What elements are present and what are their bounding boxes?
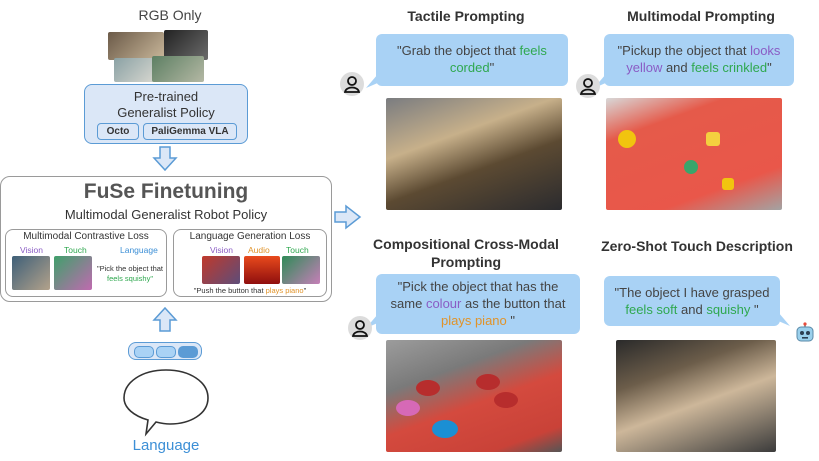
tactile-prompt-bubble: "Grab the object that feels corded" (376, 34, 568, 86)
zeroshot-description-bubble: "The object I have grasped feels soft an… (604, 276, 780, 326)
paligemma-model-chip: PaliGemma VLA (143, 123, 237, 140)
rgb-only-label: RGB Only (138, 7, 202, 23)
bubble-tail-zeroshot (776, 312, 790, 326)
rgb-image-1 (108, 32, 164, 60)
yellow-small-object (722, 178, 734, 190)
speech-bubble-icon (123, 369, 209, 437)
token-pill-1 (134, 346, 154, 358)
generation-vision-image (202, 256, 240, 284)
multimodal-prompting-title: Multimodal Prompting (627, 8, 775, 24)
button-red-1 (416, 380, 440, 396)
person-icon (348, 316, 372, 340)
token-pill-3 (178, 346, 198, 358)
tactile-scene-image (386, 98, 562, 210)
fuse-title: FuSe Finetuning (83, 180, 249, 203)
zeroshot-scene-image (616, 340, 776, 452)
contrastive-touch-image (54, 256, 92, 290)
compositional-title-line2: Prompting (431, 254, 501, 270)
contrastive-quote-line2: feels squishy" (106, 274, 154, 283)
generation-touch-label: Touch (286, 245, 309, 255)
yellow-crinkled-object (706, 132, 720, 146)
compositional-scene-image (386, 340, 562, 452)
contrastive-loss-box: Multimodal Contrastive Loss Vision Touch… (5, 229, 167, 297)
compositional-title-line1: Compositional Cross-Modal (373, 236, 559, 252)
language-label: Language (132, 437, 200, 454)
compositional-prompt-bubble: "Pick the object that has the same colou… (376, 274, 580, 334)
rgb-image-3 (114, 58, 154, 82)
octo-model-chip: Octo (97, 123, 139, 140)
generation-vision-label: Vision (210, 245, 233, 255)
generation-touch-image (282, 256, 320, 284)
zeroshot-title: Zero-Shot Touch Description (601, 238, 793, 254)
contrastive-vision-label: Vision (20, 245, 43, 255)
generation-caption: "Push the button that plays piano" (193, 286, 307, 295)
language-token-bar (128, 342, 202, 360)
robot-icon (794, 322, 816, 349)
bubble-tail-tactile (366, 74, 380, 88)
generation-loss-title: Language Generation Loss (189, 231, 311, 242)
button-red-2 (476, 374, 500, 390)
arrow-down-icon (152, 146, 178, 172)
pretrained-policy-box: Pre-trained Generalist Policy Octo PaliG… (84, 84, 248, 144)
arrow-right-icon (334, 204, 362, 230)
fuse-subtitle: Multimodal Generalist Robot Policy (64, 207, 268, 222)
pretrained-label-line2: Generalist Policy (117, 105, 215, 120)
fuse-finetuning-box: FuSe Finetuning Multimodal Generalist Ro… (0, 176, 332, 302)
rgb-image-2 (164, 30, 208, 60)
token-pill-2 (156, 346, 176, 358)
contrastive-vision-image (12, 256, 50, 290)
pretrained-label-line1: Pre-trained (133, 89, 199, 104)
yellow-object (618, 130, 636, 148)
generation-loss-box: Language Generation Loss Vision Audio To… (173, 229, 327, 297)
multimodal-scene-image (606, 98, 782, 210)
green-object (684, 160, 698, 174)
button-blue (432, 420, 458, 438)
contrastive-quote-line1: "Pick the object that (96, 264, 164, 273)
tactile-prompting-title: Tactile Prompting (407, 8, 525, 24)
generation-audio-image (244, 256, 280, 284)
button-pink (396, 400, 420, 416)
rgb-image-4 (152, 56, 204, 82)
multimodal-prompt-bubble: "Pickup the object that looks yellow and… (604, 34, 794, 86)
arrow-up-icon (152, 306, 178, 332)
contrastive-loss-title: Multimodal Contrastive Loss (23, 231, 149, 242)
contrastive-touch-label: Touch (64, 245, 87, 255)
generation-audio-label: Audio (248, 245, 270, 255)
button-red-3 (494, 392, 518, 408)
contrastive-language-label: Language (120, 245, 158, 255)
person-icon (576, 74, 600, 98)
person-icon (340, 72, 364, 96)
